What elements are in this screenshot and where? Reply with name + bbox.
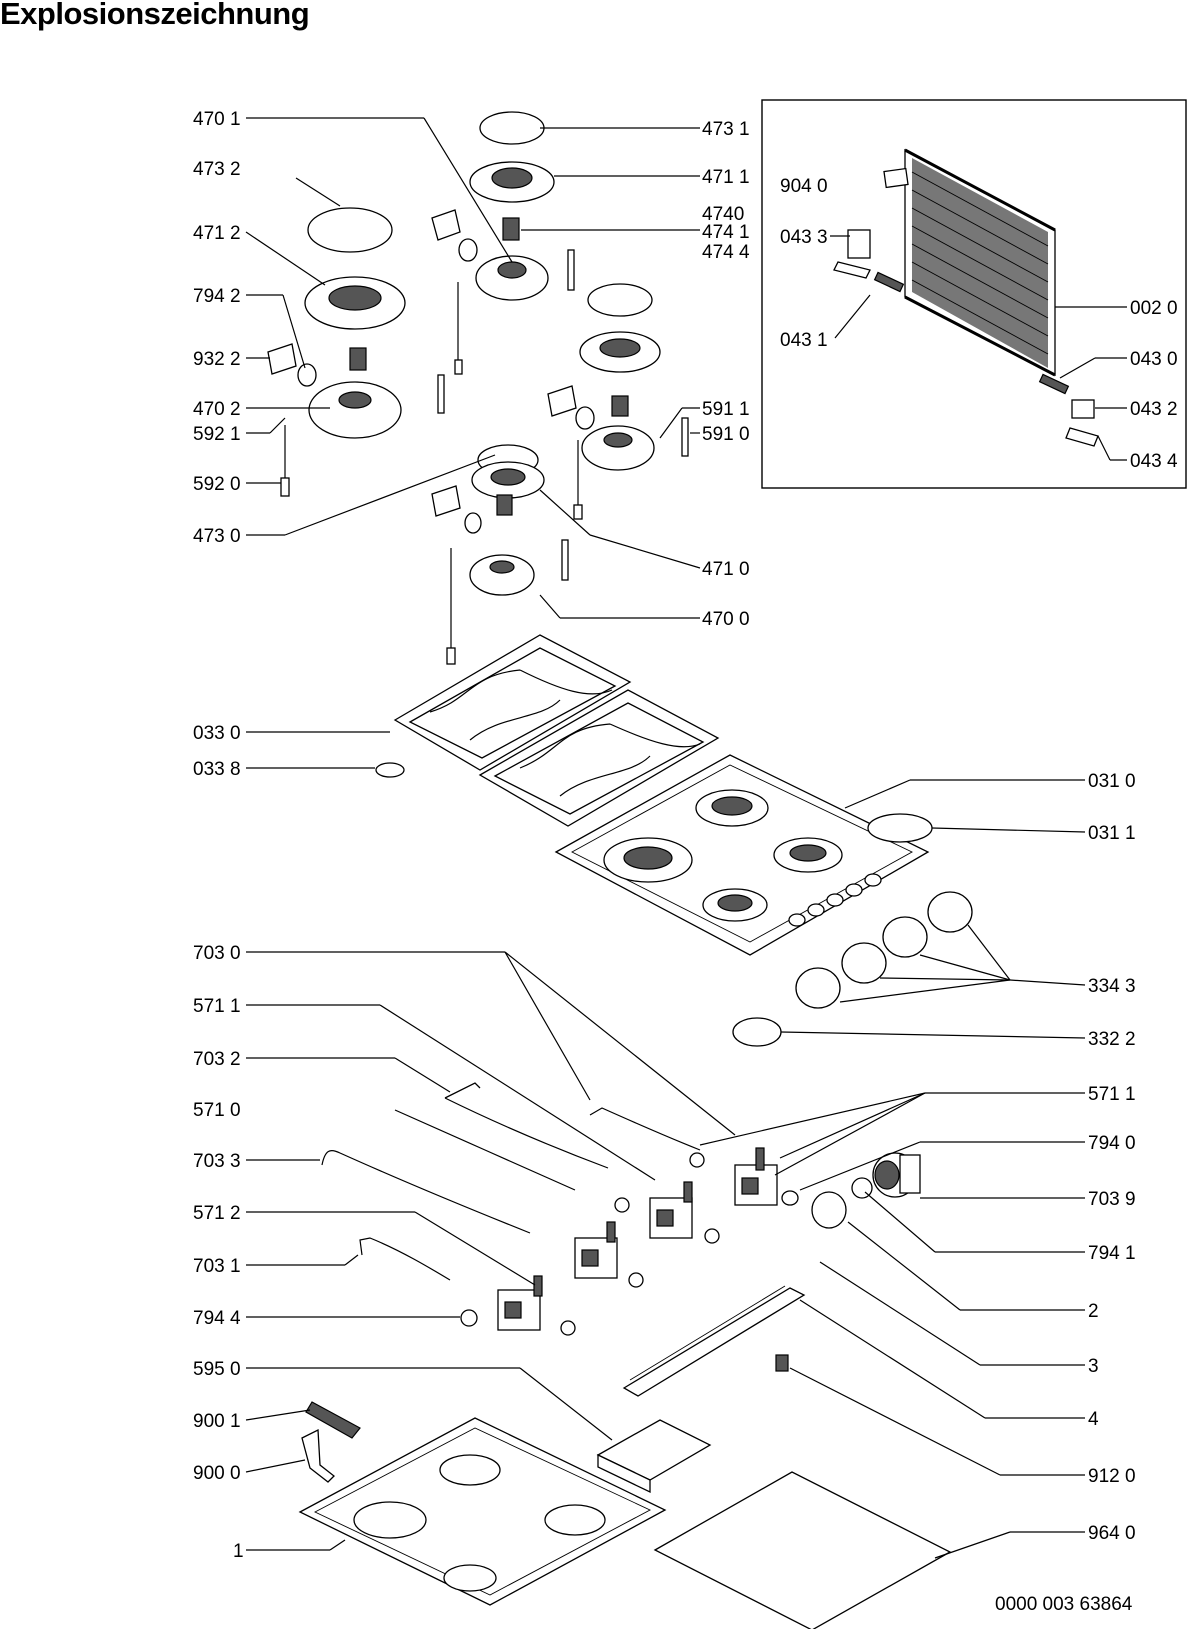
page-title: Explosionszeichnung xyxy=(0,0,310,31)
label-591-0: 591 0 xyxy=(702,424,750,445)
label-031-0: 031 0 xyxy=(1088,771,1136,792)
label-900-0: 900 0 xyxy=(193,1463,241,1484)
label-2: 2 xyxy=(1088,1301,1099,1322)
label-592-0: 592 0 xyxy=(193,474,241,495)
rubber-foot-033-8 xyxy=(375,762,405,778)
label-471-1: 471 1 xyxy=(702,167,750,188)
label-571-1-left: 571 1 xyxy=(193,996,241,1017)
connector-703-9 xyxy=(872,1152,921,1198)
label-473-2: 473 2 xyxy=(193,159,241,180)
label-4740: 4740 xyxy=(702,204,744,225)
label-043-4: 043 4 xyxy=(1130,451,1178,472)
label-703-2: 703 2 xyxy=(193,1049,241,1070)
part-labels: 470 1 473 2 471 2 794 2 932 2 470 2 592 … xyxy=(193,109,1178,1562)
label-591-1: 591 1 xyxy=(702,399,750,420)
burner-bases xyxy=(308,255,655,596)
label-332-2: 332 2 xyxy=(1088,1029,1136,1050)
label-002-0: 002 0 xyxy=(1130,298,1178,319)
label-470-2: 470 2 xyxy=(193,399,241,420)
inset-frame xyxy=(761,99,1187,489)
cover-031-1 xyxy=(867,813,933,843)
hinge-parts xyxy=(833,167,1099,447)
label-4: 4 xyxy=(1088,1409,1099,1430)
control-knobs-334-3 xyxy=(795,891,973,1009)
screw-912-0 xyxy=(775,1354,789,1372)
label-473-1: 473 1 xyxy=(702,119,750,140)
label-571-1-right: 571 1 xyxy=(1088,1084,1136,1105)
label-334-3: 334 3 xyxy=(1088,976,1136,997)
document-number: 0000 003 63864 xyxy=(995,1594,1133,1615)
bracket-900-0 xyxy=(301,1428,335,1483)
label-471-0: 471 0 xyxy=(702,559,750,580)
bottom-tray-1 xyxy=(298,1417,667,1606)
label-964-0: 964 0 xyxy=(1088,1523,1136,1544)
label-033-0: 033 0 xyxy=(193,723,241,744)
label-592-1: 592 1 xyxy=(193,424,241,445)
label-043-1: 043 1 xyxy=(780,330,828,351)
nozzles-rings-clips xyxy=(267,209,629,534)
label-474-1: 474 1 xyxy=(702,222,750,243)
label-900-1: 900 1 xyxy=(193,1411,241,1432)
label-031-1: 031 1 xyxy=(1088,823,1136,844)
label-703-0: 703 0 xyxy=(193,943,241,964)
bracket-900-1 xyxy=(305,1401,361,1439)
label-474-4: 474 4 xyxy=(702,242,750,263)
hob-top-031-0 xyxy=(554,754,930,956)
label-470-0: 470 0 xyxy=(702,609,750,630)
label-571-2: 571 2 xyxy=(193,1203,241,1224)
label-571-0: 571 0 xyxy=(193,1100,241,1121)
label-043-3: 043 3 xyxy=(780,227,828,248)
label-473-0: 473 0 xyxy=(193,526,241,547)
glass-panel-002-0 xyxy=(904,148,1056,377)
label-794-1: 794 1 xyxy=(1088,1243,1136,1264)
leader-lines xyxy=(245,117,1127,1559)
label-043-2: 043 2 xyxy=(1130,399,1178,420)
label-703-3: 703 3 xyxy=(193,1151,241,1172)
label-470-1: 470 1 xyxy=(193,109,241,130)
nut-2 xyxy=(811,1191,847,1229)
label-703-9: 703 9 xyxy=(1088,1189,1136,1210)
label-471-2: 471 2 xyxy=(193,223,241,244)
bracket-4 xyxy=(622,1285,806,1397)
label-794-0: 794 0 xyxy=(1088,1133,1136,1154)
terminal-595-0 xyxy=(596,1419,712,1494)
label-932-2: 932 2 xyxy=(193,349,241,370)
burner-heads xyxy=(304,161,661,499)
gas-valves xyxy=(497,1147,778,1331)
label-794-4: 794 4 xyxy=(193,1308,241,1329)
label-912-0: 912 0 xyxy=(1088,1466,1136,1487)
pan-supports-033-0 xyxy=(393,634,720,827)
label-033-8: 033 8 xyxy=(193,759,241,780)
gasket-964-0 xyxy=(653,1471,952,1629)
label-904-0: 904 0 xyxy=(780,176,828,197)
label-794-2: 794 2 xyxy=(193,286,241,307)
knob-332-2 xyxy=(732,1017,782,1047)
label-3: 3 xyxy=(1088,1356,1099,1377)
label-1: 1 xyxy=(233,1541,244,1562)
manifold-pipe-3-inner xyxy=(652,1226,814,1326)
label-043-0: 043 0 xyxy=(1130,349,1178,370)
label-595-0: 595 0 xyxy=(193,1359,241,1380)
label-703-1: 703 1 xyxy=(193,1256,241,1277)
gas-pipes xyxy=(321,1082,701,1281)
thermocouples-igniters xyxy=(280,249,689,665)
